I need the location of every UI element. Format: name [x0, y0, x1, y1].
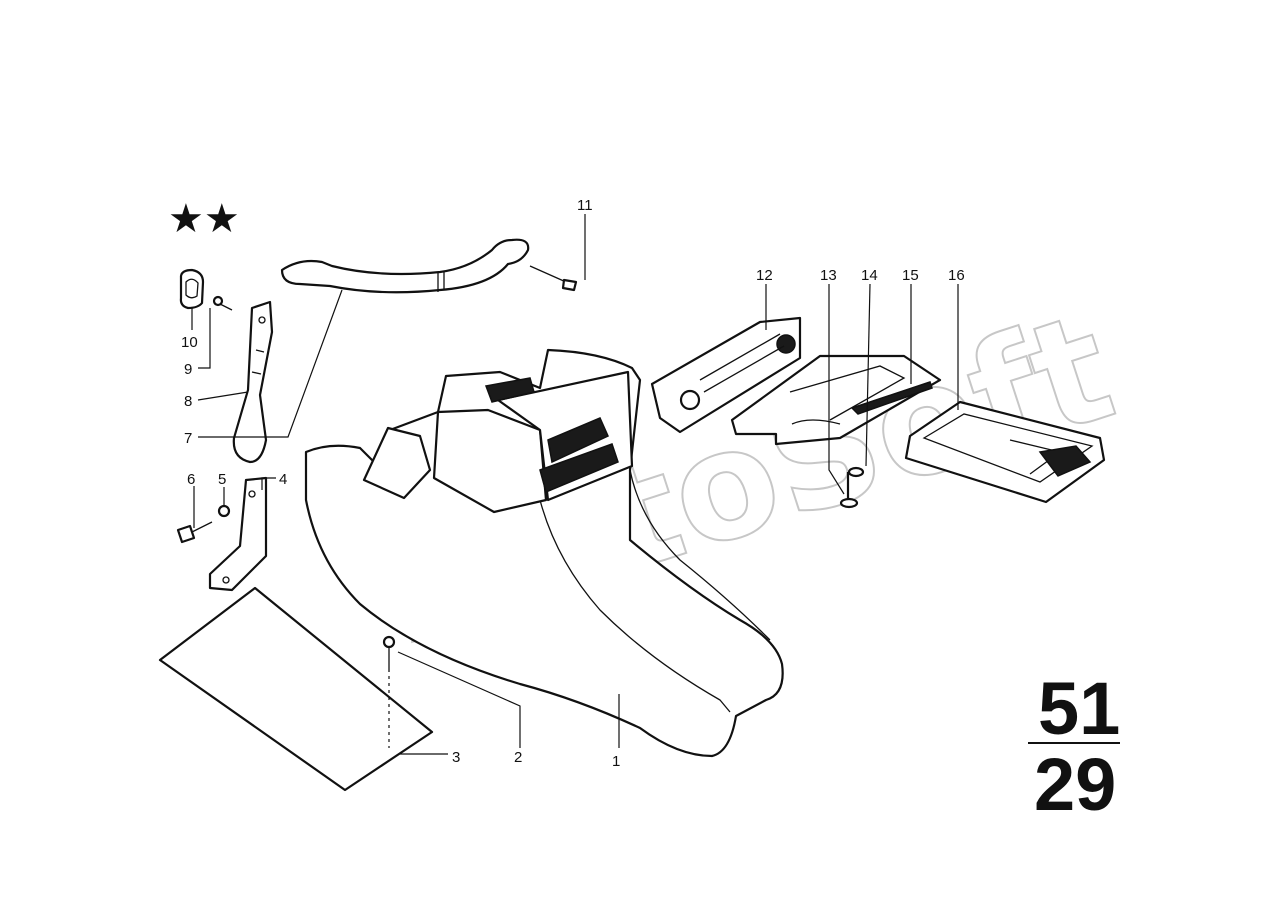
callout-1: 1 [612, 753, 620, 770]
part-15-holder [730, 354, 942, 446]
callout-6: 6 [187, 471, 195, 488]
callout-14: 14 [861, 267, 878, 284]
callouts: 1 2 3 4 5 6 7 8 9 10 11 12 13 14 15 16 [181, 197, 965, 770]
callout-12: 12 [756, 267, 773, 284]
callout-10: 10 [181, 334, 198, 351]
callout-7: 7 [184, 430, 192, 447]
part-1-console [304, 348, 784, 758]
callout-15: 15 [902, 267, 919, 284]
part-4-bracket [208, 476, 268, 592]
part-2-screw [382, 635, 396, 748]
callout-16: 16 [948, 267, 965, 284]
callout-4: 4 [279, 471, 287, 488]
callout-5: 5 [218, 471, 226, 488]
part-5-nut [217, 504, 231, 518]
part-10-clip [179, 268, 205, 310]
part-8-strap [232, 300, 274, 464]
group-number-bottom: 29 [1034, 743, 1116, 826]
star-marks: ★★ [168, 196, 240, 242]
part-6-screw [176, 521, 213, 544]
part-13-bolt [839, 472, 859, 509]
part-9-screw [212, 295, 233, 311]
part-11-screw [529, 265, 578, 292]
part-16-tray [904, 400, 1106, 504]
callout-13: 13 [820, 267, 837, 284]
leader-lines [191, 214, 959, 755]
callout-9: 9 [184, 361, 192, 378]
callout-3: 3 [452, 749, 460, 766]
callout-11: 11 [577, 197, 593, 214]
part-7-hose [280, 238, 530, 294]
part-12-trim [650, 316, 802, 434]
part-14-nut [847, 466, 865, 478]
callout-8: 8 [184, 393, 192, 410]
group-number-top: 51 [1038, 667, 1120, 750]
group-number: 51 29 [1028, 667, 1120, 826]
part-3-panel [158, 586, 434, 792]
callout-2: 2 [514, 749, 522, 766]
